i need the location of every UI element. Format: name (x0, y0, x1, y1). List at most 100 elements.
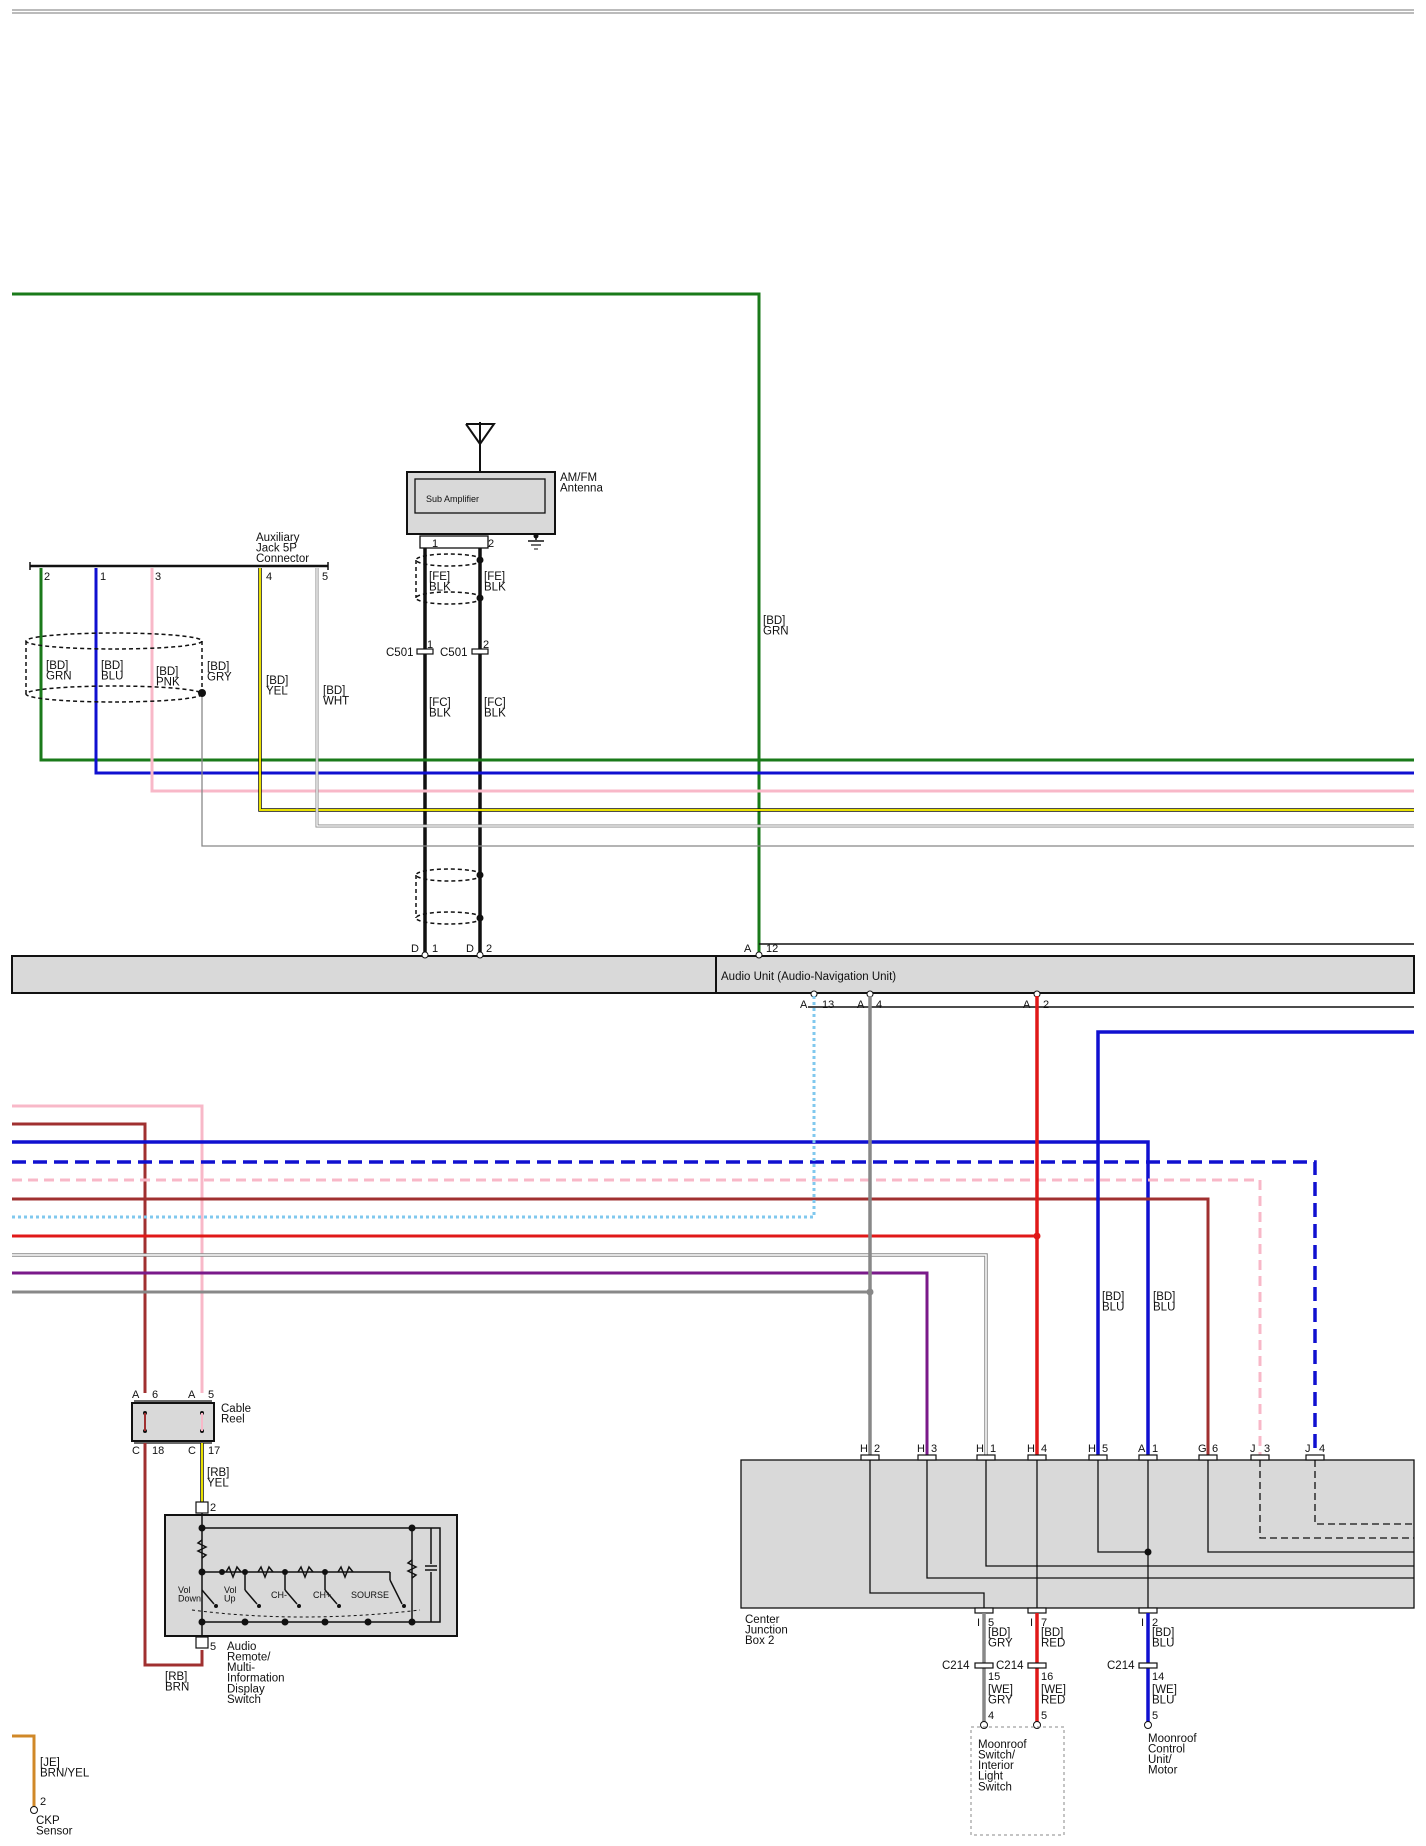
wire-pur-h3 (12, 1271, 929, 1456)
we-red-label: [WE]RED (1041, 1684, 1066, 1707)
pin-label: A (1138, 1443, 1146, 1455)
bd-grn-label: [BD]GRN (46, 660, 72, 683)
bd-gry-label: [BD]GRY (207, 661, 232, 684)
wire-aux-yel (258, 568, 1414, 812)
bd-grn-right-label: [BD]GRN (763, 615, 789, 638)
pin-label: 4 (1041, 1443, 1047, 1455)
pin-label: 16 (1041, 1671, 1053, 1683)
pin-label: 3 (931, 1443, 937, 1455)
pin-label: H (1027, 1443, 1035, 1455)
pin-label: D (411, 943, 419, 955)
pin-label: I (1141, 1617, 1144, 1629)
pin-label: 5 (1102, 1443, 1108, 1455)
wire-blu-dashed-j4 (12, 1160, 1317, 1456)
rb-brn-label: [RB]BRN (165, 1671, 189, 1694)
pin-label: 5 (208, 1389, 214, 1401)
fc-blk-label-1: [FC]BLK (429, 697, 451, 720)
bd-wht-label: [BD]WHT (323, 685, 349, 708)
wire-blu-h5 (1096, 1030, 1414, 1456)
pin-label: 7 (1041, 1617, 1047, 1629)
pin-label: 1 (990, 1443, 996, 1455)
pin-label: 2 (483, 639, 489, 651)
pin-label: 1 (100, 571, 106, 583)
pin-label: A (132, 1389, 140, 1401)
pin-label: H (917, 1443, 925, 1455)
wire-brn-g6 (12, 1197, 1210, 1456)
pin-label: 5 (322, 571, 328, 583)
rb-yel-label: [RB]YEL (207, 1467, 229, 1490)
pin-label: 14 (1152, 1671, 1164, 1683)
bd-yel-label: [BD]YEL (266, 675, 288, 698)
wire-ltblu-a13 (12, 996, 816, 1219)
wire-pnk-dashed-j3 (12, 1178, 1262, 1456)
audio-unit-name: Audio Unit (Audio-Navigation Unit) (721, 971, 896, 983)
pin-label: 2 (44, 571, 50, 583)
ckp-sensor-wire (12, 1734, 38, 1814)
wire-aux-blu (94, 568, 1414, 775)
wire-aux-pnk (150, 568, 1414, 793)
btn-ch-minus: CH- (271, 1590, 287, 1600)
wire-grn-a12 (12, 292, 761, 953)
wire-aux-grn (39, 568, 1414, 762)
pin-label: G (1198, 1443, 1207, 1455)
fe-blk-label-2: [FE]BLK (429, 571, 451, 594)
fe-blk-label-1: [FE]BLK (484, 571, 506, 594)
wire-aux-gry (201, 693, 1414, 847)
pin-label: I (977, 1617, 980, 1629)
pin-label: A (857, 999, 865, 1011)
pin-label: H (976, 1443, 984, 1455)
sub-amplifier-label: Sub Amplifier (426, 494, 479, 504)
pin-label: 2 (486, 943, 492, 955)
audio-unit-pins-top (421, 951, 1041, 998)
we-blu-label: [WE]BLU (1152, 1684, 1177, 1707)
pin-label: 1 (432, 538, 438, 550)
bd-pnk-label: [BD]PNK (156, 666, 180, 689)
pin-label: 5 (1041, 1710, 1047, 1722)
pin-label: J (1250, 1443, 1256, 1455)
pin-label: 2 (210, 1502, 216, 1514)
pin-label: 2 (1043, 999, 1049, 1011)
c501-left: C501 (386, 647, 414, 659)
pin-label: I (1030, 1617, 1033, 1629)
bd-red-i7-label: [BD]RED (1041, 1627, 1065, 1650)
moonroof-switch-box (970, 1726, 1065, 1836)
pin-label: 1 (1152, 1443, 1158, 1455)
pin-label: C (188, 1445, 196, 1457)
center-junction-box-2 (740, 1454, 1415, 1614)
pin-label: C (132, 1445, 140, 1457)
pin-label: 4 (988, 1710, 994, 1722)
wire-rb-brn (143, 1443, 204, 1667)
pin-label: 5 (1152, 1710, 1158, 1722)
pin-label: 4 (876, 999, 882, 1011)
pin-label: 15 (988, 1671, 1000, 1683)
we-gry-label: [WE]GRY (988, 1684, 1013, 1707)
c214-c: C214 (1107, 1660, 1135, 1672)
pin-label: H (860, 1443, 868, 1455)
pin-label: A (800, 999, 808, 1011)
pin-label: 4 (1319, 1443, 1325, 1455)
auxiliary-jack (29, 562, 329, 570)
bd-blu-a-label: [BD]BLU (1102, 1291, 1124, 1314)
pin-label: 5 (988, 1617, 994, 1629)
pin-label: H (1088, 1443, 1096, 1455)
bd-blu-label: [BD]BLU (101, 660, 123, 683)
pin-label: 6 (152, 1389, 158, 1401)
pin-label: 1 (427, 639, 433, 651)
pin-label: A (188, 1389, 196, 1401)
c501-right: C501 (440, 647, 468, 659)
pin-label: A (744, 943, 752, 955)
pin-label: 17 (208, 1445, 220, 1457)
aux-shield (25, 632, 203, 703)
